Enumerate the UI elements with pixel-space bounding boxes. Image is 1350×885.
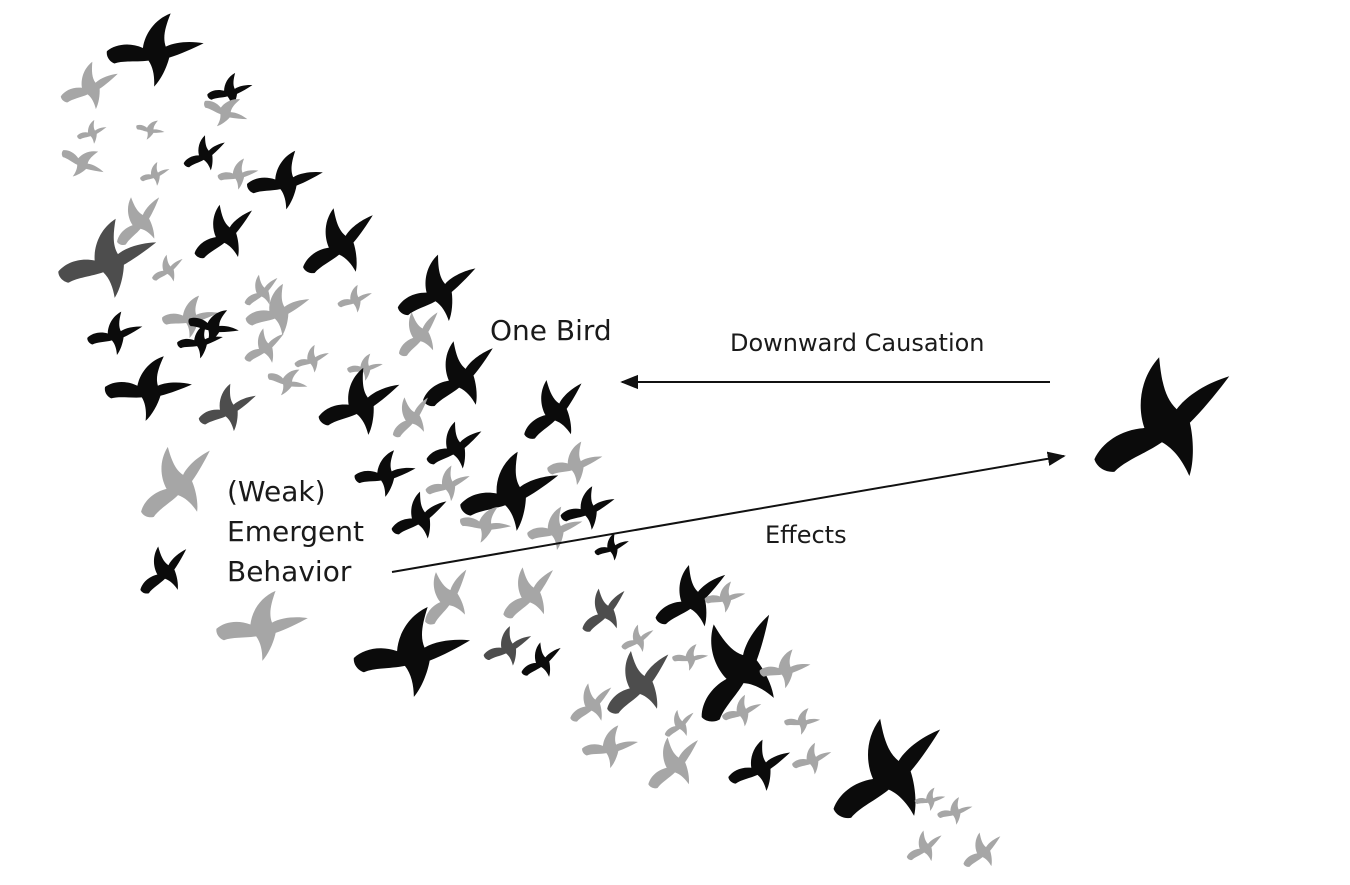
emergent-line-3: Behavior <box>227 555 352 588</box>
lone-bird-icon <box>1067 330 1264 516</box>
bird-icon <box>719 731 801 804</box>
bird-icon <box>145 248 191 291</box>
bird-icon <box>954 823 1012 880</box>
bird-icon <box>263 362 312 402</box>
bird-icon <box>238 277 318 346</box>
bird-flock <box>47 9 1012 880</box>
bird-icon <box>121 427 235 541</box>
bird-icon <box>384 241 492 340</box>
bird-icon <box>52 54 128 121</box>
bird-icon <box>542 437 608 492</box>
bird-icon <box>134 117 167 143</box>
bird-icon <box>913 786 948 814</box>
bird-icon <box>54 137 111 188</box>
bird-icon <box>417 412 493 482</box>
bird-icon <box>579 722 642 773</box>
bird-icon <box>657 703 703 747</box>
bird-icon <box>242 146 329 217</box>
bird-icon <box>570 576 640 646</box>
bird-icon <box>783 707 822 737</box>
bird-icon <box>211 586 314 668</box>
bird-icon <box>127 533 203 609</box>
bird-icon <box>899 823 951 872</box>
emergent-line-1: (Weak) <box>227 475 326 508</box>
bird-icon <box>386 299 454 370</box>
one-bird-label: One Bird <box>490 314 612 347</box>
bird-icon <box>345 351 386 384</box>
bird-icon <box>489 553 571 635</box>
bird-icon <box>671 643 710 673</box>
bird-icon <box>934 794 976 829</box>
bird-icon <box>616 619 661 660</box>
bird-icon <box>508 364 602 458</box>
bird-icon <box>73 116 111 149</box>
bird-icon <box>190 376 266 443</box>
bird-icon <box>286 191 394 297</box>
bird-icon <box>82 307 148 362</box>
bird-icon <box>333 281 377 318</box>
bird-icon <box>634 723 716 805</box>
emergent-behavior-label: (Weak) Emergent Behavior <box>227 472 364 592</box>
bird-icon <box>180 191 270 278</box>
bird-icon <box>136 158 174 191</box>
bird-icon <box>787 738 837 781</box>
downward-causation-label: Downward Causation <box>730 329 985 357</box>
bird-icon <box>382 482 458 552</box>
bird-icon <box>102 353 195 425</box>
effects-arrow <box>391 451 1066 573</box>
bird-icon <box>807 693 972 854</box>
bird-icon <box>102 9 209 93</box>
bird-icon <box>290 341 334 378</box>
emergent-line-2: Emergent <box>227 515 364 548</box>
effects-label: Effects <box>765 521 847 549</box>
bird-icon <box>346 599 480 708</box>
